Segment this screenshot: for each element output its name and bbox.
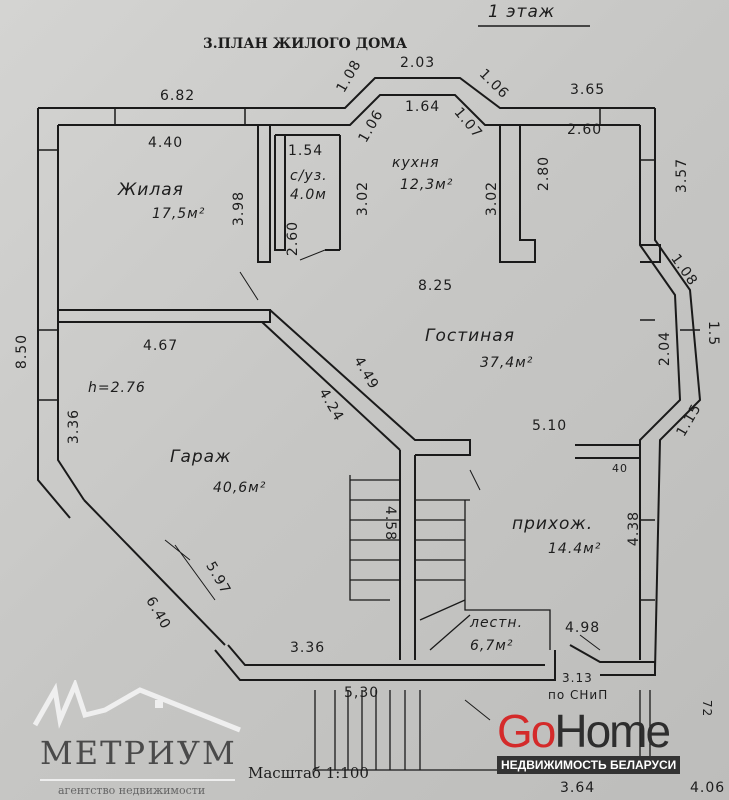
page-title: 3.ПЛАН ЖИЛОГО ДОМА xyxy=(203,36,408,52)
gohome-go: Go xyxy=(497,705,556,757)
dim-small: 72 xyxy=(700,699,715,718)
dim-far-right: 4.06 xyxy=(690,780,726,796)
metrium-roof-icon xyxy=(32,680,241,733)
room-name-hall: прихож. xyxy=(512,514,594,534)
gohome-home: Home xyxy=(554,705,671,757)
wall-bottom xyxy=(214,644,556,681)
dim-stair-length: 4.58 xyxy=(382,505,399,542)
outer-wall-right xyxy=(639,108,702,671)
room-name-living: Гостиная xyxy=(425,326,515,346)
dim-wc-width: 1.54 xyxy=(288,143,324,159)
outer-wall-left xyxy=(37,108,85,519)
wc-walls xyxy=(274,134,341,251)
metrium-subtitle: агентство недвижимости xyxy=(58,784,206,797)
dim-hall-depth: 4.38 xyxy=(626,510,643,547)
room-area-hall: 14.4м² xyxy=(548,541,602,557)
room-area-stairs: 6,7м² xyxy=(470,638,514,654)
dim-garage-left: 3.36 xyxy=(66,408,83,445)
room-area-wc: 4.0м xyxy=(290,187,327,203)
dim-living-width: 8.25 xyxy=(418,278,454,294)
room-name-bedroom: Жилая xyxy=(118,180,184,200)
wall-bedroom-right xyxy=(257,125,271,263)
outer-wall-top xyxy=(38,77,655,126)
porch-steps xyxy=(314,690,651,771)
wall-stair-vertical xyxy=(399,450,416,660)
dim-top-right: 3.65 xyxy=(570,82,606,98)
dim-kitchen-left: 3.02 xyxy=(355,180,372,217)
room-name-wc: с/уз. xyxy=(290,168,328,184)
dim-wc-depth: 2.60 xyxy=(285,220,302,257)
kitchen-pier xyxy=(499,125,536,263)
wall-garage-diagonal xyxy=(261,309,471,456)
wall-ticks xyxy=(38,108,700,601)
floor-label: 1 этаж xyxy=(488,2,556,22)
dim-bedroom-depth: 3.98 xyxy=(231,190,248,227)
dimension-line-garage xyxy=(164,539,216,601)
room-area-kitchen: 12,3м² xyxy=(400,177,454,193)
dim-bedroom-width: 4.40 xyxy=(148,135,184,151)
dim-bay-inner-top: 1.64 xyxy=(405,99,441,115)
dim-garage-top: 4.67 xyxy=(143,338,179,354)
wall-garage-top xyxy=(58,309,271,323)
dim-left-total: 8.50 xyxy=(14,333,31,370)
wall-hall-bottom xyxy=(569,644,656,676)
dim-door: 40 xyxy=(612,462,628,475)
dim-bay2-mid: 2.04 xyxy=(657,330,674,367)
room-area-bedroom: 17,5м² xyxy=(152,206,206,222)
room-name-garage: Гараж xyxy=(170,447,232,467)
scale-label: Масштаб 1:100 xyxy=(248,764,369,782)
room-name-stairs: лестн. xyxy=(470,615,524,631)
metrium-logo: МЕТРИУМ агентство недвижимости xyxy=(30,680,245,797)
bay-wall-inner xyxy=(640,244,661,263)
room-area-living: 37,4м² xyxy=(480,355,534,371)
dim-bay2-outer: 1.5 xyxy=(705,320,722,347)
wall-garage-diag-outer xyxy=(83,499,226,646)
ceiling-height: h=2.76 xyxy=(88,380,146,396)
dim-kitchen-right: 3.02 xyxy=(484,180,501,217)
dim-bay-top: 2.03 xyxy=(400,55,436,71)
gohome-subtitle: НЕДВИЖИМОСТЬ БЕЛАРУСИ xyxy=(497,756,681,774)
dim-snip-note: по СНиП xyxy=(548,688,609,702)
dim-living-depth: 5.10 xyxy=(532,418,568,434)
dim-top-left: 6.82 xyxy=(160,88,196,104)
room-name-kitchen: кухня xyxy=(392,155,440,171)
stairs xyxy=(349,475,551,651)
dim-hall-width: 4.98 xyxy=(565,620,601,636)
metrium-name: МЕТРИУМ xyxy=(40,734,237,772)
dim-right-depth: 3.57 xyxy=(674,157,691,194)
metrium-divider xyxy=(40,779,235,781)
dim-bottom-right: 3.64 xyxy=(560,780,596,796)
dim-pier: 2.80 xyxy=(536,155,553,192)
dim-right-room-width: 2.60 xyxy=(567,122,603,138)
dim-snip-width: 3.13 xyxy=(562,671,593,685)
dim-porch: 5,30 xyxy=(344,685,380,701)
wall-hall-top xyxy=(575,444,641,459)
room-area-garage: 40,6м² xyxy=(213,480,267,496)
gohome-logo: GoHome НЕДВИЖИМОСТЬ БЕЛАРУСИ xyxy=(497,708,687,776)
door-swings xyxy=(239,249,601,721)
dim-bottom-left: 3.36 xyxy=(290,640,326,656)
